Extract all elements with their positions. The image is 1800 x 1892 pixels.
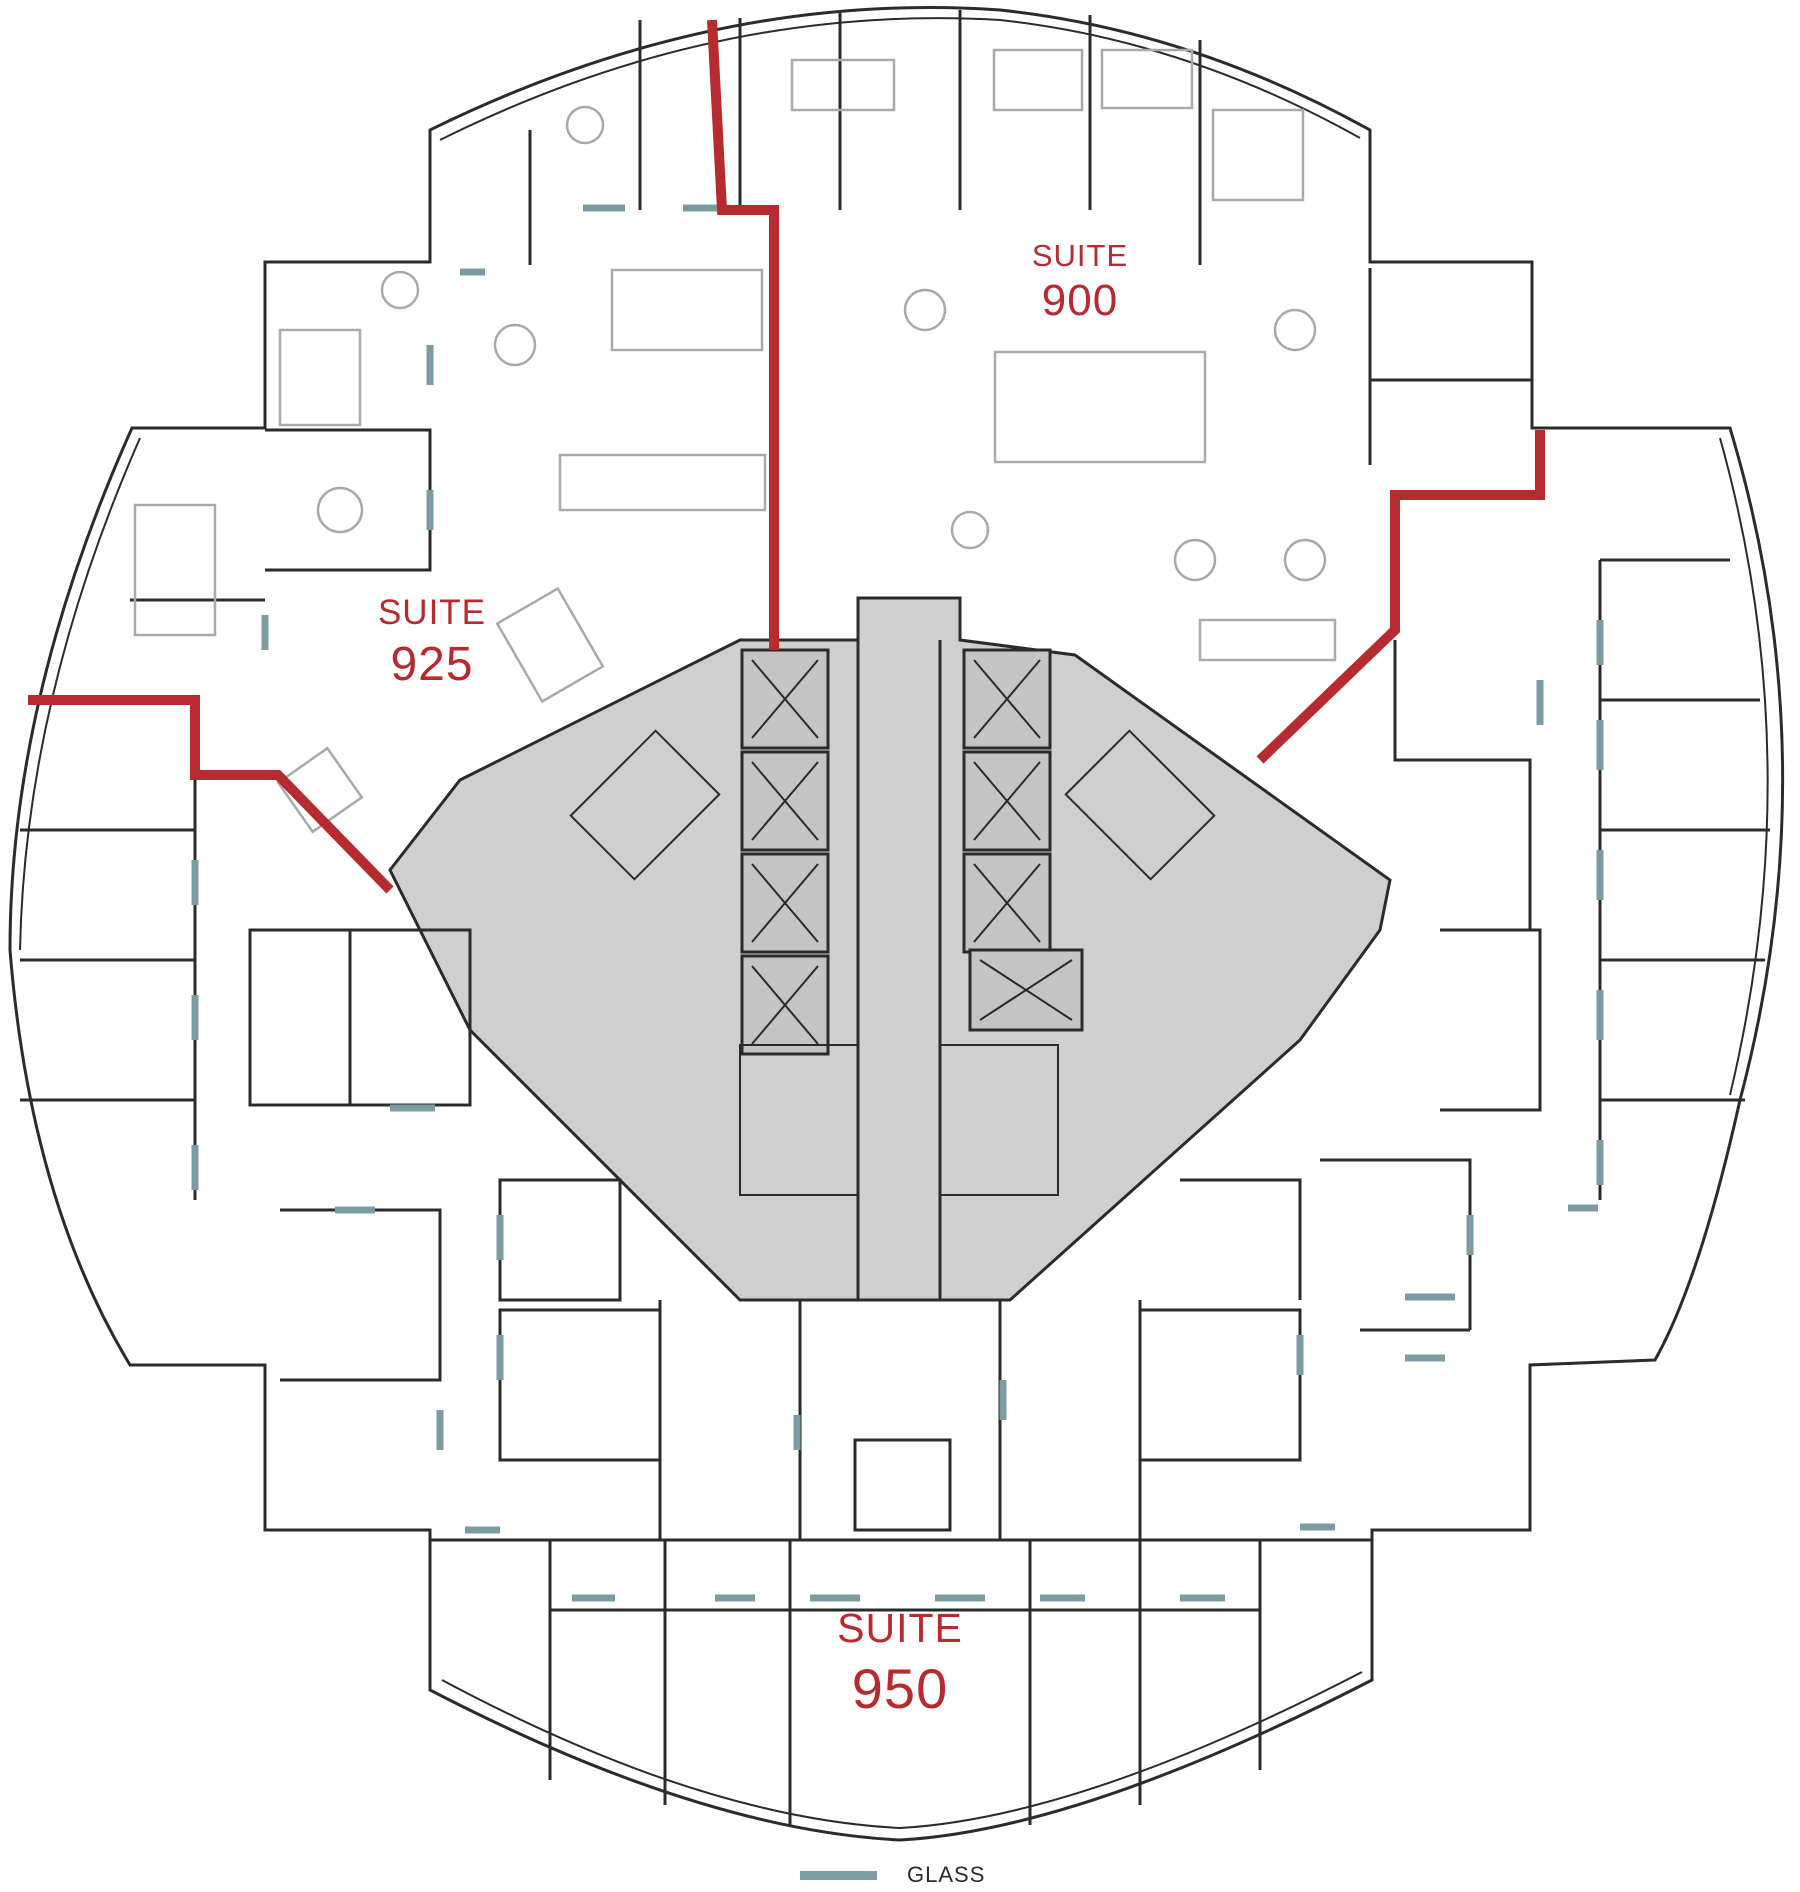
suite-border-925-950 (28, 695, 394, 894)
furniture (133, 48, 1337, 834)
glass-swatch (800, 1870, 877, 1880)
suite-950-label: SUITE 950 (820, 1605, 980, 1721)
suite-925-label: SUITE 925 (362, 593, 502, 692)
suite-border-900-950 (1256, 430, 1545, 764)
legend-glass-label: GLASS (907, 1862, 986, 1887)
suite-borders (28, 19, 1545, 894)
glass-partitions (191, 204, 1604, 1602)
building-core (388, 596, 1392, 1302)
suite-925-word: SUITE (377, 593, 487, 632)
suite-950-word: SUITE (837, 1605, 963, 1651)
legend: GLASS (800, 1862, 986, 1887)
suite-925-number: 925 (390, 638, 474, 691)
suite-border-900-925 (707, 19, 779, 650)
suite-950-number: 950 (851, 1657, 949, 1720)
suite-900-word: SUITE (1031, 238, 1129, 273)
suite-900-label: SUITE 900 (1010, 238, 1150, 326)
suite-900-number: 900 (1041, 276, 1119, 325)
interior-walls (20, 10, 1770, 1825)
